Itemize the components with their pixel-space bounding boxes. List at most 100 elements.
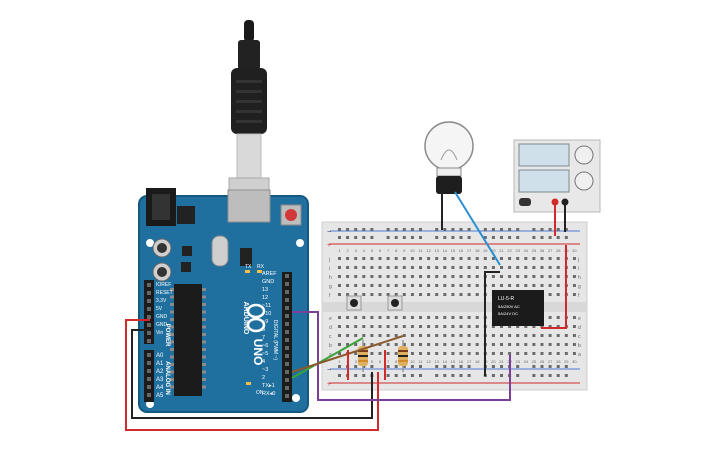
row-label: b (578, 343, 581, 349)
digital-pin-label: 13 (262, 287, 268, 293)
row-label: a (329, 352, 332, 358)
power-switch[interactable] (519, 198, 531, 206)
column-label: 17 (467, 248, 472, 253)
column-label: 14 (443, 359, 448, 364)
column-label: 21 (499, 248, 504, 253)
power-pin-label: GND (156, 314, 168, 320)
column-label: 3 (355, 248, 358, 253)
row-label: i (578, 266, 579, 272)
digital-pin-label: ~9 (262, 319, 268, 325)
column-label: 21 (499, 359, 504, 364)
row-label: h (578, 275, 581, 281)
column-label: 22 (507, 248, 512, 253)
svg-text:+: + (327, 242, 331, 249)
column-label: 28 (556, 359, 561, 364)
digital-pin-label: ~6 (262, 343, 268, 349)
column-label: 19 (483, 248, 488, 253)
analog-pin-label: A1 (156, 361, 164, 367)
voltage-knob[interactable] (574, 145, 594, 165)
column-label: 3 (355, 359, 358, 364)
row-label: j (577, 257, 579, 263)
label-digital: DIGITAL (PWM ~) (272, 320, 278, 360)
wire-black-gnd (131, 329, 373, 419)
column-label: 1 (338, 248, 341, 253)
row-label: e (578, 316, 581, 322)
analog-pin-label: A5 (156, 393, 164, 399)
wire-purple (292, 311, 511, 401)
svg-text:+: + (327, 381, 331, 388)
light-bulb (424, 121, 474, 194)
row-label: c (578, 334, 581, 340)
digital-pin-label: 2 (262, 375, 265, 381)
row-label: g (578, 284, 581, 290)
column-label: 26 (540, 248, 545, 253)
column-label: 11 (418, 248, 423, 253)
column-label: 13 (434, 248, 439, 253)
model-label: UNO (251, 339, 265, 366)
digital-pin-label: RX◂0 (262, 391, 275, 397)
digital-pin-label: GND (262, 279, 274, 285)
power-pin-label: Vin (156, 330, 163, 336)
row-label: b (329, 343, 332, 349)
column-label: 5 (371, 248, 374, 253)
column-label: 2 (346, 248, 349, 253)
digital-pin-label: ~5 (262, 351, 268, 357)
column-label: 15 (451, 248, 456, 253)
row-label: i (329, 266, 330, 272)
display-bottom (518, 169, 570, 193)
brand-label: ARDUINO (242, 302, 249, 335)
column-label: 30 (572, 359, 577, 364)
wire-red-relay-out (541, 245, 567, 329)
column-label: 16 (459, 359, 464, 364)
column-label: 10 (410, 248, 415, 253)
digital-pin-label: ~10 (262, 311, 271, 317)
wire-green (291, 337, 364, 379)
row-label: e (329, 316, 332, 322)
column-label: 26 (540, 359, 545, 364)
column-label: 1 (338, 359, 341, 364)
column-label: 8 (395, 248, 398, 253)
column-label: 20 (491, 359, 496, 364)
wire-blue (454, 191, 501, 266)
push-button-1[interactable] (346, 295, 362, 311)
svg-text:−: − (327, 229, 331, 236)
reset-button[interactable] (285, 209, 297, 221)
analog-pin-label: A4 (156, 385, 164, 391)
column-label: 25 (532, 248, 537, 253)
row-label: f (578, 293, 580, 299)
relay-model: LU-5-R (498, 296, 515, 302)
digital-pin-label: 4 (262, 359, 265, 365)
label-tx: TX (245, 264, 252, 270)
column-label: 29 (564, 359, 569, 364)
wires (125, 191, 567, 431)
column-label: 30 (572, 248, 577, 253)
power-pin-label: RESET (156, 290, 173, 296)
label-rx: RX (257, 264, 265, 270)
column-label: 15 (451, 359, 456, 364)
row-label: c (329, 334, 332, 340)
resistor-2 (398, 340, 408, 372)
power-supply (513, 139, 601, 213)
column-label: 9 (403, 248, 406, 253)
column-label: 4 (363, 248, 366, 253)
column-label: 11 (418, 359, 423, 364)
digital-pin-label: AREF (262, 271, 277, 277)
column-label: 6 (379, 248, 382, 253)
label-power: POWER (164, 324, 170, 347)
push-button-2[interactable] (387, 295, 403, 311)
column-label: 27 (548, 248, 553, 253)
row-label: h (329, 275, 332, 281)
column-label: 13 (434, 359, 439, 364)
column-label: 7 (387, 359, 390, 364)
power-pin-label: GND (156, 322, 168, 328)
column-label: 12 (426, 248, 431, 253)
column-label: 12 (426, 359, 431, 364)
column-label: 25 (532, 359, 537, 364)
current-knob[interactable] (574, 171, 594, 191)
arduino-logo (246, 303, 266, 333)
column-label: 6 (379, 359, 382, 364)
power-pin-label: 5V (156, 306, 163, 312)
